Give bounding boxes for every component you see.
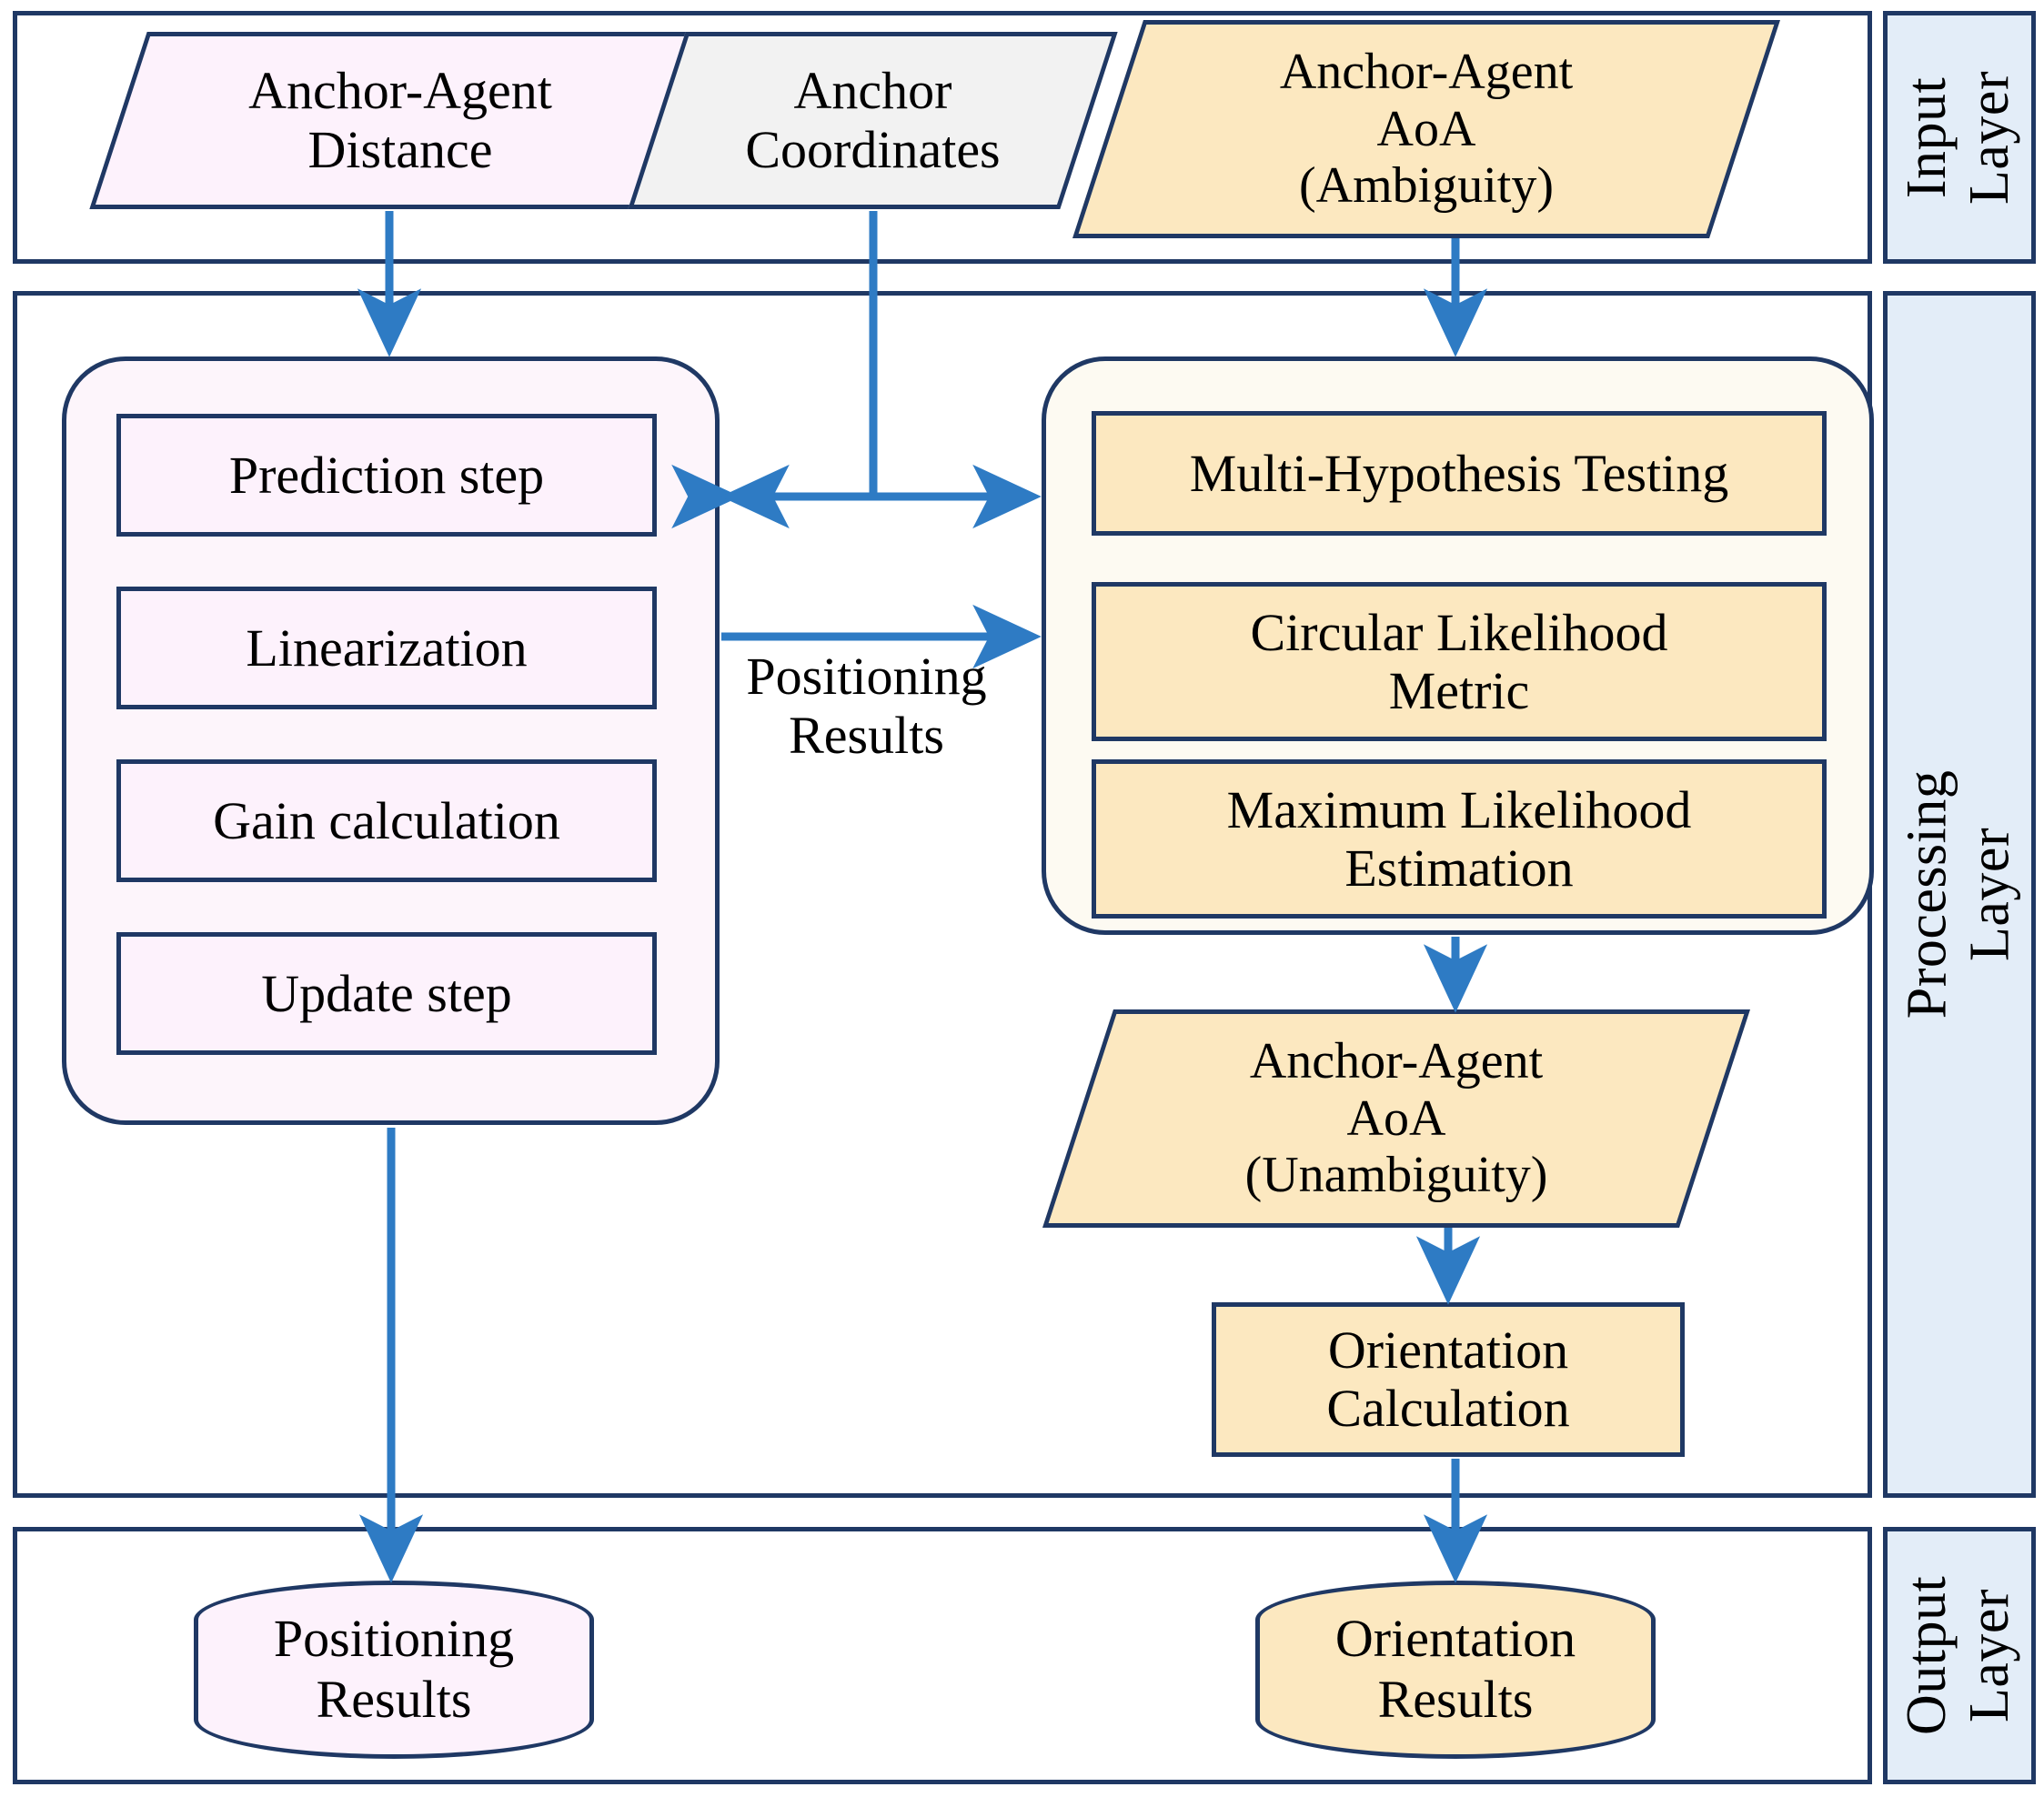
input-node-label: Anchor-Agent Distance bbox=[118, 32, 682, 209]
aoa-step-multi-hypothesis-testing[interactable]: Multi-Hypothesis Testing bbox=[1092, 411, 1827, 536]
label-line3: (Ambiguity) bbox=[1299, 157, 1554, 215]
label-line2: AoA bbox=[1346, 1089, 1446, 1147]
label-line2: Calculation bbox=[1326, 1379, 1570, 1438]
ekf-step-linearization[interactable]: Linearization bbox=[116, 587, 657, 709]
step-label: Update step bbox=[261, 963, 512, 1023]
input-layer-sidebar: Input Layer bbox=[1883, 11, 2036, 264]
output-layer-label-line2: Layer bbox=[1959, 1588, 2022, 1723]
ekf-step-prediction-step[interactable]: Prediction step bbox=[116, 414, 657, 537]
ekf-step-gain-calculation[interactable]: Gain calculation bbox=[116, 759, 657, 882]
aoa-step-circular-likelihood-metric[interactable]: Circular Likelihood Metric bbox=[1092, 582, 1827, 741]
label-line1: Anchor bbox=[793, 60, 952, 120]
label-line1: Anchor-Agent bbox=[1249, 1032, 1544, 1089]
ekf-step-update-step[interactable]: Update step bbox=[116, 932, 657, 1055]
step-label-line1: Maximum Likelihood bbox=[1226, 779, 1692, 839]
edge-label-line2: Results bbox=[789, 705, 944, 765]
label-line1: Orientation bbox=[1334, 1609, 1576, 1669]
step-label-line2: Metric bbox=[1388, 660, 1530, 720]
label-line3: (Unambiguity) bbox=[1244, 1147, 1548, 1204]
processing-layer-label: Processing Layer bbox=[1897, 770, 2023, 1019]
node-anchor-agent-aoa-unambiguity[interactable]: Anchor-Agent AoA (Unambiguity) bbox=[1042, 1009, 1750, 1228]
aoa-step-maximum-likelihood-estimation[interactable]: Maximum Likelihood Estimation bbox=[1092, 759, 1827, 919]
label-line1: Orientation bbox=[1327, 1320, 1569, 1380]
output-node-orientation-results[interactable]: Orientation Results bbox=[1255, 1581, 1656, 1759]
processing-layer-label-line2: Layer bbox=[1959, 827, 2021, 962]
label-line2: Results bbox=[316, 1670, 472, 1729]
processing-layer-panel bbox=[13, 291, 1872, 1498]
label-line1: Anchor-Agent bbox=[1279, 43, 1574, 100]
step-label-line2: Estimation bbox=[1344, 838, 1574, 898]
input-layer-label: Input Layer bbox=[1897, 70, 2023, 204]
input-node-anchor-agent-aoa-ambiguity[interactable]: Anchor-Agent AoA (Ambiguity) bbox=[1072, 20, 1780, 238]
label-line1: Anchor-Agent bbox=[248, 60, 552, 120]
output-node-positioning-results[interactable]: Positioning Results bbox=[194, 1581, 594, 1759]
output-layer-panel bbox=[13, 1527, 1872, 1784]
input-layer-label-line1: Input bbox=[1896, 76, 1958, 198]
label-line2: Distance bbox=[307, 119, 493, 179]
step-label: Linearization bbox=[246, 617, 528, 678]
step-label-line1: Circular Likelihood bbox=[1250, 602, 1668, 662]
edge-label-positioning-results: Positioning Results bbox=[705, 647, 1028, 766]
output-layer-label-line1: Output bbox=[1896, 1575, 1958, 1736]
output-layer-sidebar: Output Layer bbox=[1883, 1527, 2036, 1784]
input-node-anchor-coordinates[interactable]: Anchor Coordinates bbox=[628, 32, 1118, 209]
label-line1: Positioning bbox=[273, 1609, 515, 1669]
input-layer-panel bbox=[13, 11, 1872, 264]
input-node-anchor-agent-distance[interactable]: Anchor-Agent Distance bbox=[89, 32, 711, 209]
input-layer-label-line2: Layer bbox=[1959, 70, 2021, 205]
step-label: Gain calculation bbox=[213, 790, 560, 850]
input-node-label: Anchor Coordinates bbox=[657, 32, 1089, 209]
step-label: Prediction step bbox=[228, 445, 545, 505]
processing-layer-sidebar: Processing Layer bbox=[1883, 291, 2036, 1498]
step-label-line1: Multi-Hypothesis Testing bbox=[1189, 443, 1729, 503]
output-layer-label: Output Layer bbox=[1897, 1576, 2023, 1735]
input-node-label: Anchor-Agent AoA (Ambiguity) bbox=[1108, 20, 1745, 238]
label-line2: Results bbox=[1377, 1670, 1534, 1729]
node-orientation-calculation[interactable]: Orientation Calculation bbox=[1212, 1302, 1685, 1457]
processing-layer-label-line1: Processing bbox=[1896, 769, 1958, 1019]
label-line2: Coordinates bbox=[745, 119, 1001, 179]
label-line2: AoA bbox=[1376, 100, 1476, 157]
edge-label-line1: Positioning bbox=[746, 647, 987, 706]
node-label: Anchor-Agent AoA (Unambiguity) bbox=[1078, 1009, 1715, 1228]
